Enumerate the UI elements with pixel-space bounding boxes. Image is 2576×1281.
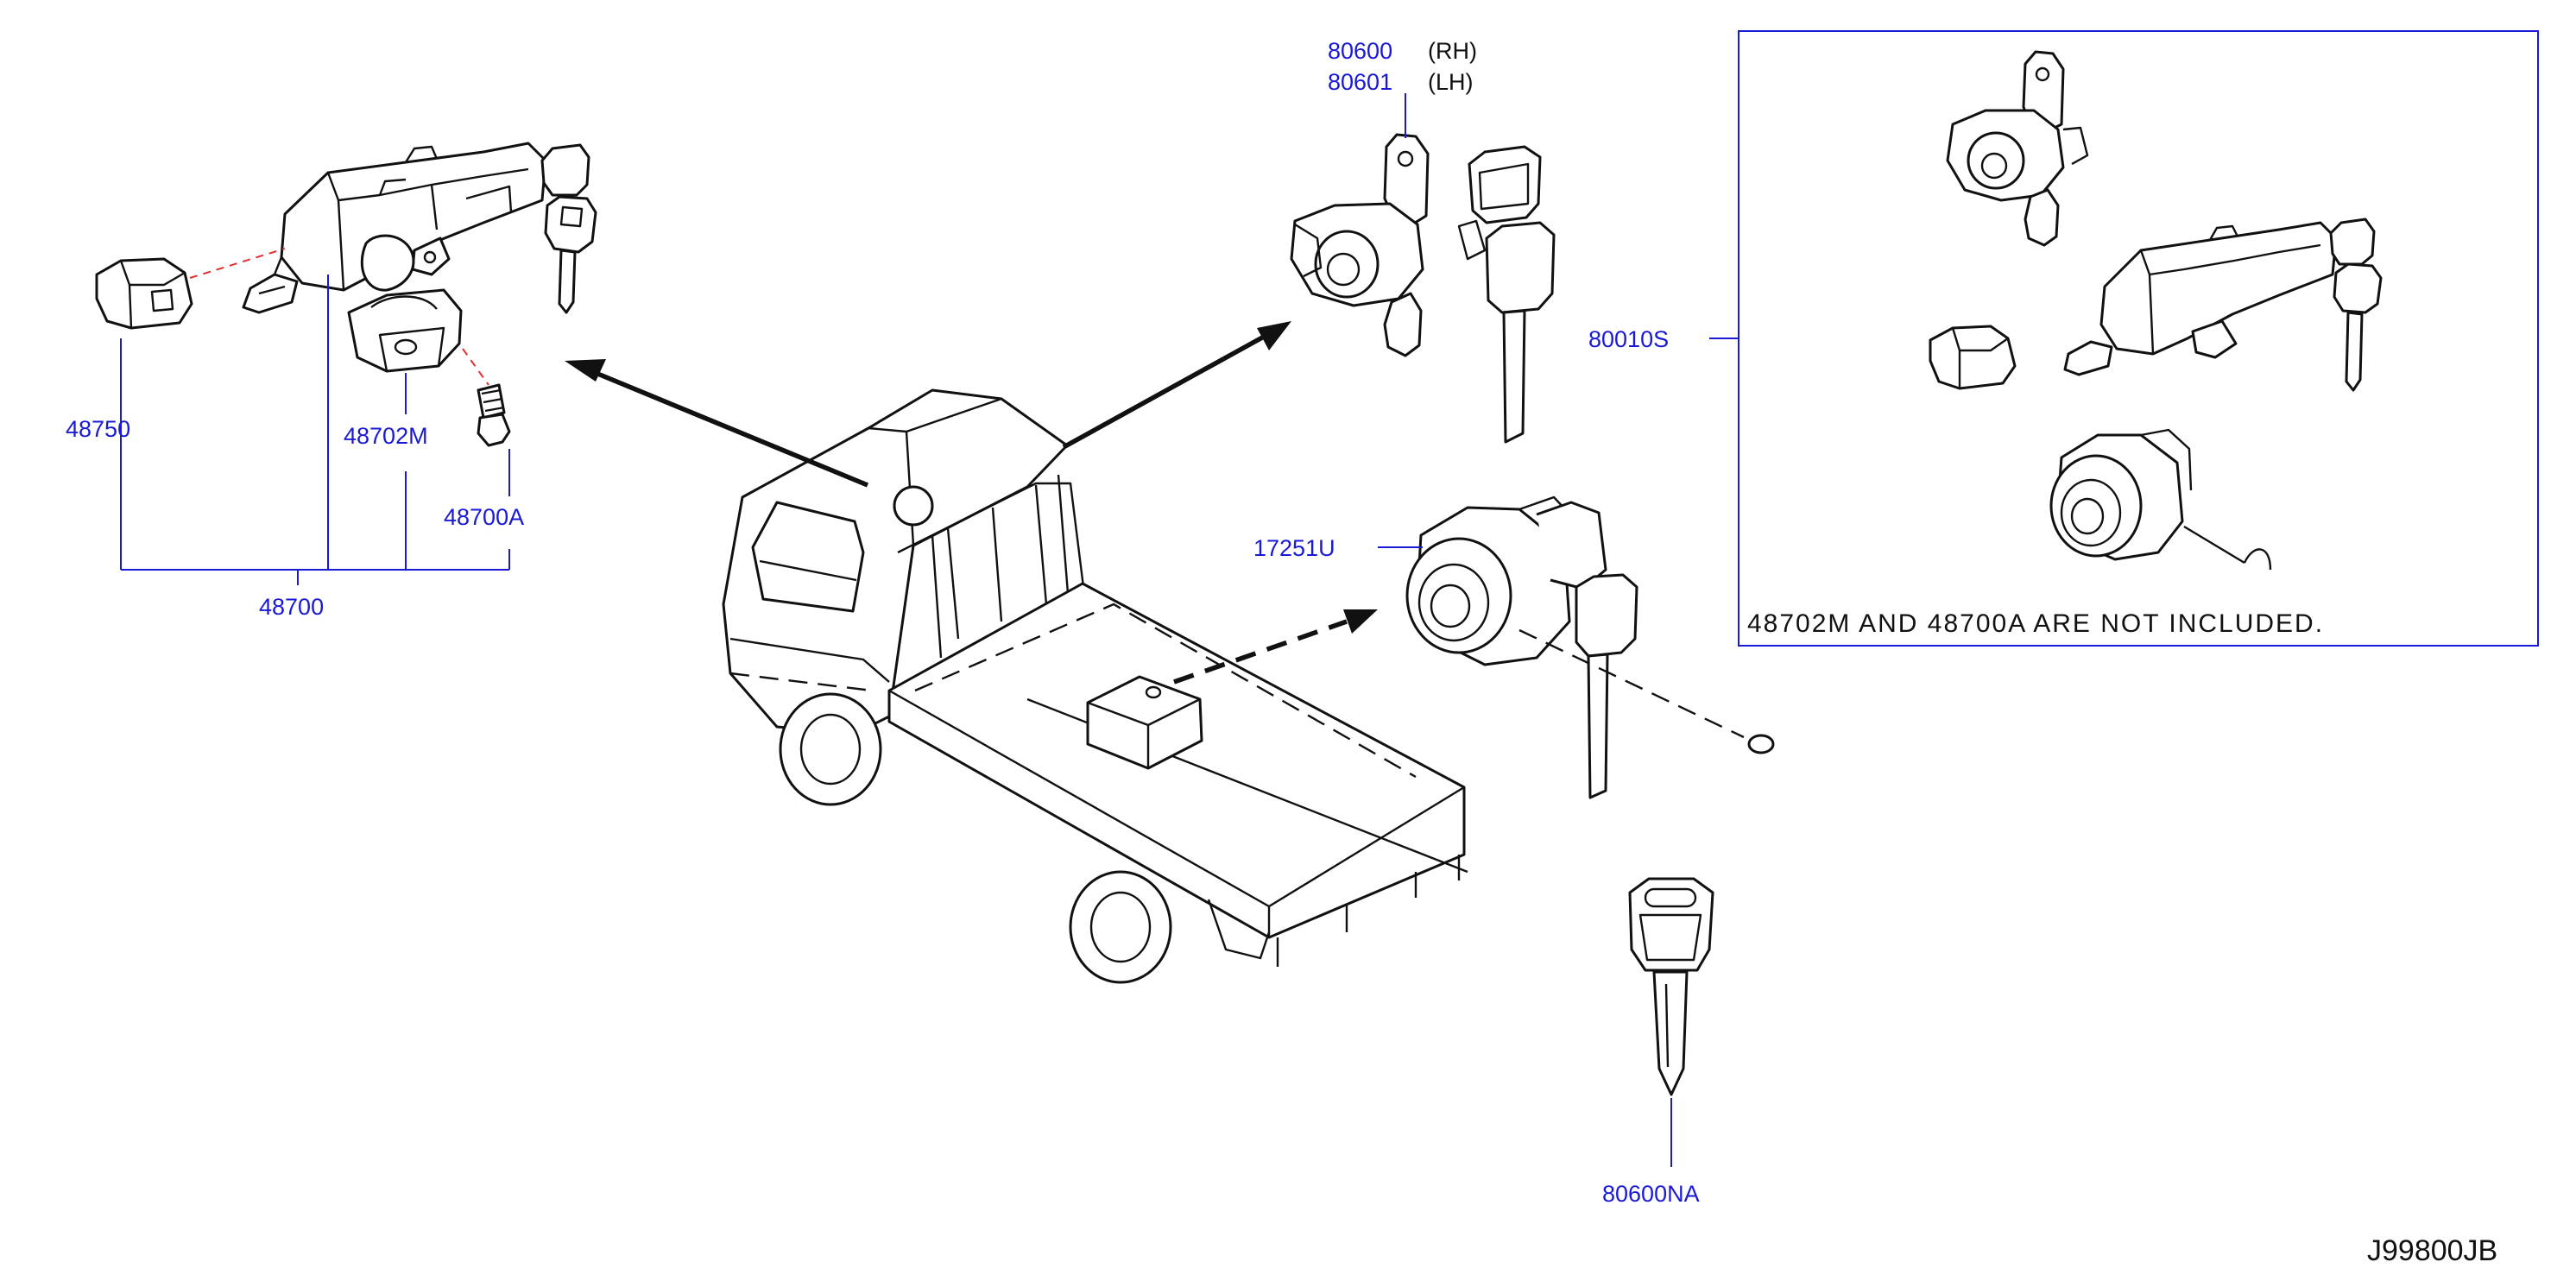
- truck-windshield: [751, 501, 865, 613]
- kit-fuel-cap: [2049, 428, 2272, 571]
- clamp-48702M: [347, 234, 463, 373]
- kit-door-lock: [1946, 50, 2089, 247]
- truck-rear-wheel: [1069, 870, 1172, 984]
- truck-mirror: [893, 485, 934, 527]
- kit-note: 48702M AND 48700A ARE NOT INCLUDED.: [1747, 609, 2324, 638]
- door-lock-80600: [1290, 133, 1556, 444]
- callout-80601-side: (LH): [1428, 69, 1474, 95]
- pointer-arrows: [565, 321, 1378, 685]
- callout-17251U: 17251U: [1253, 535, 1335, 561]
- ignition-lock-group: 48750 48702M 48700A 48700: [66, 142, 597, 620]
- callout-80600: 80600: [1328, 38, 1392, 64]
- truck-bed: [887, 582, 1466, 939]
- callout-80601: 80601: [1328, 69, 1392, 95]
- lock-set-box: 48702M AND 48700A ARE NOT INCLUDED.: [1738, 30, 2539, 647]
- truck-illustration: [722, 388, 1468, 984]
- assembly-line-knob: [189, 248, 286, 279]
- truck-front-wheel: [779, 692, 882, 806]
- diagram-code: J99800JB: [2367, 1234, 2497, 1267]
- assembly-line-bolt: [462, 348, 489, 386]
- callout-48700A: 48700A: [444, 504, 524, 530]
- callout-48750: 48750: [66, 416, 130, 442]
- callout-48702M: 48702M: [344, 423, 428, 449]
- ignition-knob-48750: [95, 257, 193, 330]
- callout-80010S: 80010S: [1588, 326, 1669, 352]
- steering-lock-48700: [242, 142, 547, 314]
- ignition-leader-lines: [120, 274, 510, 585]
- key-blank-80600NA: [1628, 877, 1714, 1096]
- callout-48700: 48700: [259, 594, 324, 620]
- shear-bolt-48700A: [477, 383, 511, 447]
- ignition-key-pair: [540, 143, 597, 314]
- truck-fuel-box: [1086, 675, 1203, 770]
- fuel-cap-lock-17251U: [1405, 495, 1775, 799]
- kit-ignition-knob: [1929, 325, 2017, 390]
- callout-80600-side: (RH): [1428, 38, 1477, 64]
- kit-steering-lock: [2063, 218, 2383, 392]
- callout-80600NA: 80600NA: [1602, 1181, 1700, 1207]
